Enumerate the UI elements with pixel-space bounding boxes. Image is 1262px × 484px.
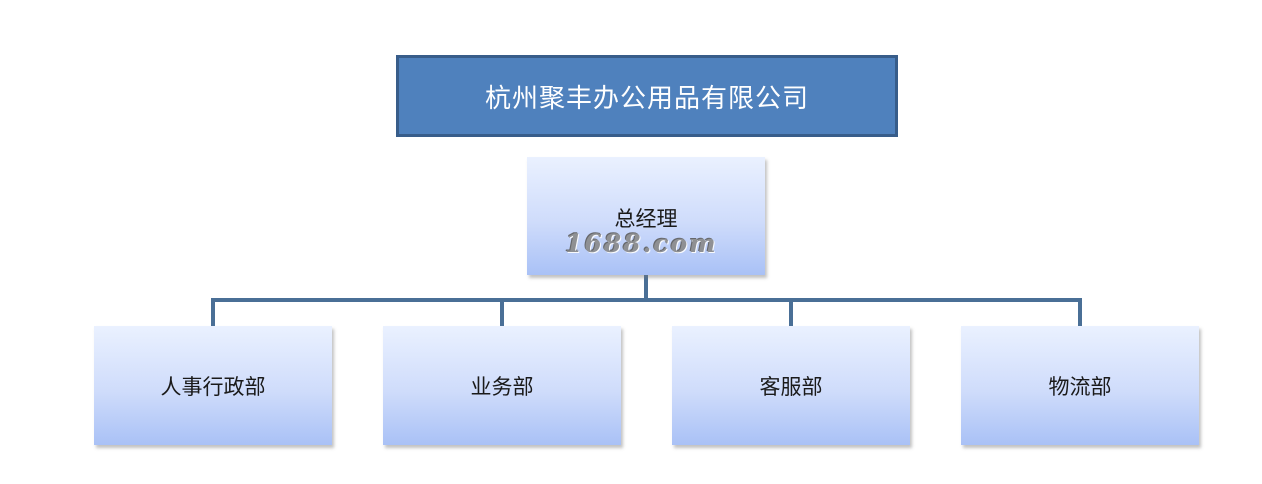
general-manager-label: 总经理 bbox=[614, 207, 678, 231]
dept-label: 客服部 bbox=[759, 374, 823, 399]
watermark-logo: 1688.com bbox=[565, 229, 718, 258]
company-name-box: 杭州聚丰办公用品有限公司 bbox=[396, 55, 898, 137]
dept-box-sales: 业务部 bbox=[383, 326, 621, 445]
dept-label: 业务部 bbox=[470, 374, 534, 399]
dept-box-customer-service: 客服部 bbox=[672, 326, 910, 445]
dept-box-logistics: 物流部 bbox=[961, 326, 1199, 445]
dept-label: 物流部 bbox=[1048, 374, 1112, 399]
company-name: 杭州聚丰办公用品有限公司 bbox=[484, 83, 809, 114]
general-manager-box: 总经理 1688.com bbox=[527, 157, 765, 275]
dept-box-hr-admin: 人事行政部 bbox=[94, 326, 332, 445]
dept-label: 人事行政部 bbox=[160, 374, 266, 399]
